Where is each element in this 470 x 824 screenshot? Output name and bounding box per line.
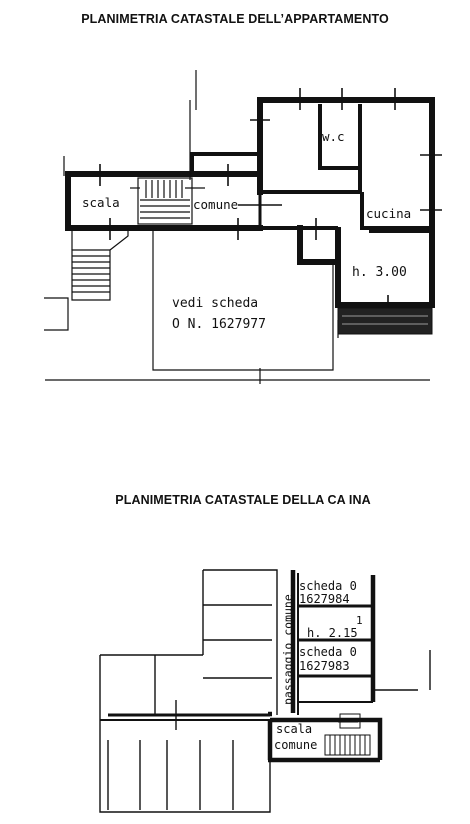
label-height: h. 3.00 — [352, 265, 407, 280]
cellar-plan-title: PLANIMETRIA CATASTALE DELLA CA INA — [115, 493, 371, 507]
apartment-plan-title: PLANIMETRIA CATASTALE DELL’APPARTAMENTO — [81, 12, 389, 26]
label-vedi-scheda: vedi scheda — [172, 296, 258, 311]
label-comune: comune — [193, 197, 238, 212]
label-passaggio-comune: passaggio comune — [281, 594, 295, 705]
label-scala: scala — [82, 195, 120, 210]
label-num-a: 1627984 — [299, 592, 350, 606]
cellar-floor-plan: scheda 0 1627984 1 h. 2.15 scheda 0 1627… — [99, 569, 431, 813]
apartment-floor-plan: scala comune w.c cucina h. 3.00 vedi sch… — [44, 70, 442, 384]
label-one: 1 — [356, 614, 363, 627]
label-cellar-scala: scala — [276, 722, 312, 736]
label-num-b: 1627983 — [299, 659, 350, 673]
label-wc: w.c — [322, 129, 345, 144]
label-cellar-comune: comune — [274, 738, 317, 752]
label-scheda-number: O N. 1627977 — [172, 317, 266, 332]
label-scheda-a: scheda 0 — [299, 579, 357, 593]
label-height-cellar: h. 2.15 — [307, 626, 358, 640]
label-scheda-b: scheda 0 — [299, 645, 357, 659]
label-cucina: cucina — [366, 206, 411, 221]
